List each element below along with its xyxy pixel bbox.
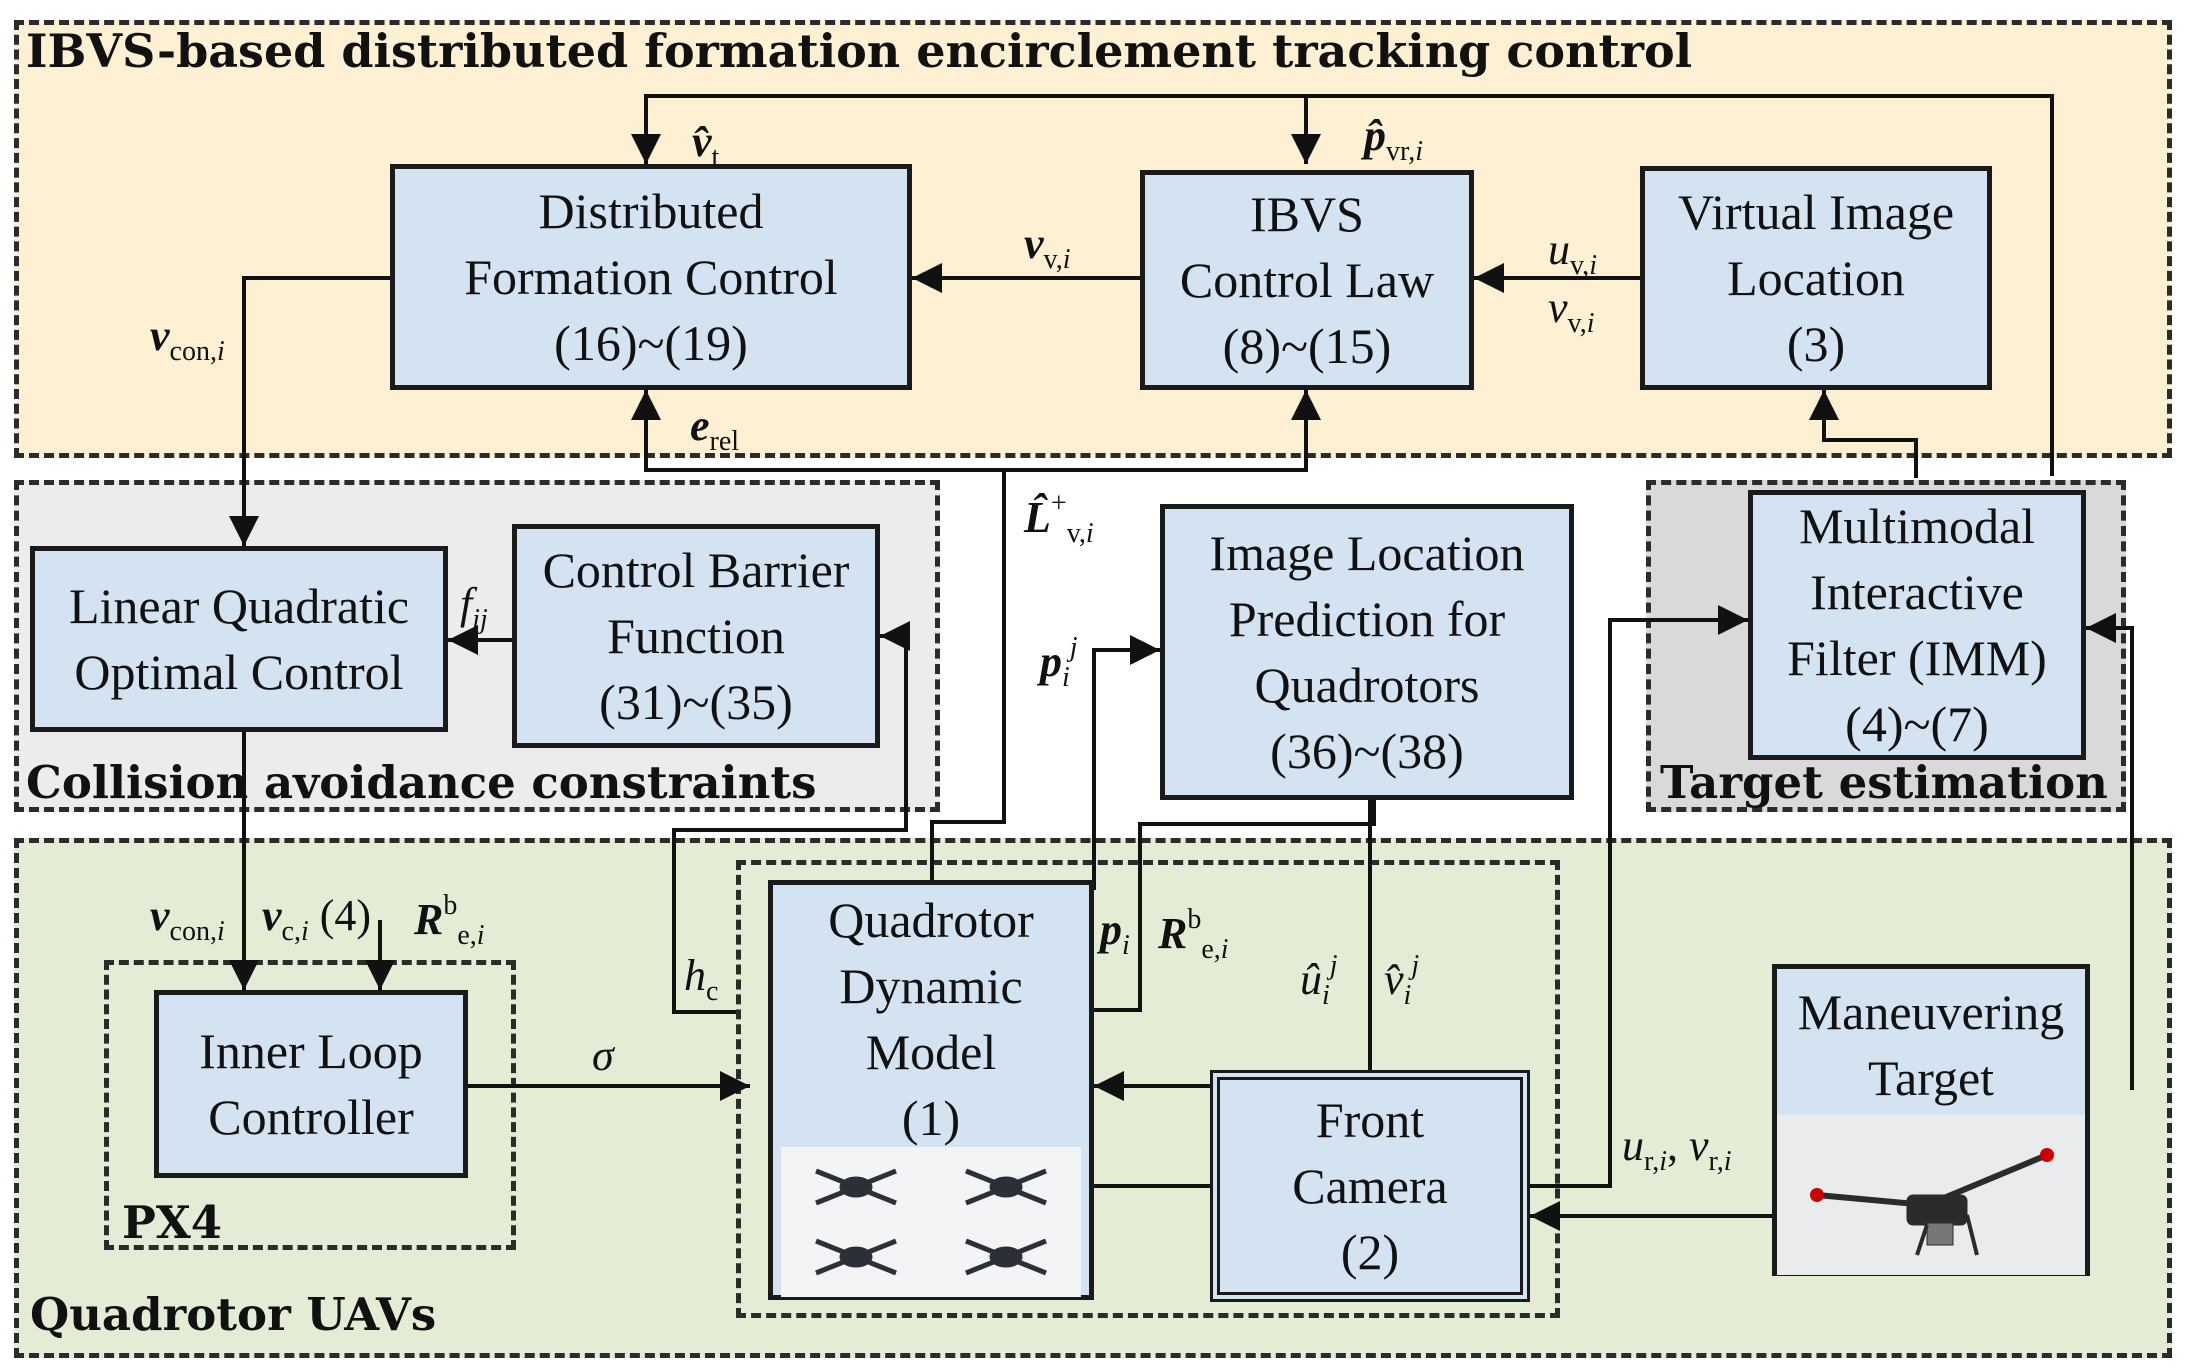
box-line: (3) <box>1786 316 1846 372</box>
label-vcon: vcon,i <box>150 311 225 367</box>
maneuvering-target-box: Maneuvering Target <box>1772 964 2090 1276</box>
control-barrier-box: Control Barrier Function (31)~(35) <box>512 524 880 748</box>
quadrotor-dynamic-model-box: Quadrotor Dynamic Model (1) <box>768 880 1094 1300</box>
box-line: Virtual Image <box>1677 184 1955 240</box>
box-line: (31)~(35) <box>599 674 793 730</box>
box-line: Target <box>1867 1050 1995 1106</box>
label-pvr: p̂vr,i <box>1364 111 1423 167</box>
box-line: Interactive <box>1810 564 2024 620</box>
box-line: (36)~(38) <box>1270 723 1464 779</box>
label-pij: pij <box>1040 632 1078 693</box>
ibvs-control-law-box: IBVS Control Law (8)~(15) <box>1140 170 1474 390</box>
box-line: IBVS <box>1250 186 1364 242</box>
box-line: (1) <box>901 1090 961 1146</box>
box-line: Front <box>1315 1092 1425 1148</box>
distributed-formation-box: Distributed Formation Control (16)~(19) <box>390 164 912 390</box>
pi-line <box>1090 800 1376 1012</box>
box-line: Optimal Control <box>74 644 404 700</box>
image-location-prediction-box: Image Location Prediction for Quadrotors… <box>1160 504 1574 800</box>
label-uv: uv,i <box>1548 225 1597 281</box>
px4-region-title: PX4 <box>122 1196 223 1249</box>
inner-loop-controller-box: Inner Loop Controller <box>154 990 468 1178</box>
l-vertical <box>930 470 1006 880</box>
box-line: (2) <box>1340 1224 1400 1280</box>
box-line: Inner Loop <box>199 1023 423 1079</box>
collision-region-title: Collision avoidance constraints <box>26 756 817 809</box>
box-line: Dynamic <box>839 958 1023 1014</box>
label-lhat: L̂+v,i <box>1024 488 1094 549</box>
px4-region <box>104 960 516 1250</box>
feedback-top-line <box>631 94 2054 476</box>
label-vv: vv,i <box>1024 219 1071 275</box>
label-uhat: ûij <box>1300 950 1338 1011</box>
label-pi: pi <box>1100 905 1130 961</box>
maneuvering-drone-photo-icon <box>1777 1115 2085 1275</box>
box-line: Linear Quadratic <box>68 578 410 634</box>
imm-filter-box: Multimodal Interactive Filter (IMM) (4)~… <box>1748 490 2086 760</box>
box-line: Control Barrier <box>542 542 850 598</box>
label-vcon2: vcon,i <box>150 891 225 947</box>
imm-to-virtual <box>1809 390 1918 478</box>
label-vhat: v̂ij <box>1384 950 1420 1011</box>
quadrotor-photo-icon <box>781 1147 1081 1297</box>
label-hc: hc <box>684 951 719 1007</box>
box-line: Image Location <box>1209 525 1525 581</box>
label-vt: v̂t <box>692 117 720 173</box>
box-line: Function <box>607 608 785 664</box>
box-line: Camera <box>1292 1158 1448 1214</box>
label-ur: ur,i, vr,i <box>1622 1121 1732 1177</box>
target-region-title: Target estimation <box>1660 756 2108 809</box>
linear-quadratic-box: Linear Quadratic Optimal Control <box>30 546 448 732</box>
vcon-arrow <box>229 276 390 546</box>
box-line: Location <box>1727 250 1905 306</box>
box-line: (16)~(19) <box>554 315 748 371</box>
label-fij: fij <box>460 579 488 635</box>
label-r1: Rbe,i <box>414 890 485 951</box>
box-line: Multimodal <box>1798 498 2036 554</box>
imm-right-arrow <box>2086 613 2134 1090</box>
front-camera-box: Front Camera (2) <box>1210 1070 1530 1302</box>
box-line: (8)~(15) <box>1222 318 1392 374</box>
box-line: Formation Control <box>464 249 838 305</box>
ibvs-region-title: IBVS-based distributed formation encircl… <box>26 24 1693 78</box>
box-line: Control Law <box>1179 252 1435 308</box>
box-line: Distributed <box>538 183 764 239</box>
label-erel: erel <box>690 401 740 457</box>
label-sigma: σ <box>592 1031 614 1080</box>
erel-line <box>644 418 1308 472</box>
box-line: Model <box>865 1024 997 1080</box>
box-line: Prediction for <box>1228 591 1506 647</box>
uav-region-title: Quadrotor UAVs <box>30 1288 437 1341</box>
label-vc: vc,i (4) <box>262 891 372 947</box>
label-vvi: vv,i <box>1548 283 1595 339</box>
box-line: Quadrotor <box>828 892 1034 948</box>
box-line: Filter (IMM) <box>1787 630 2047 686</box>
box-line: Controller <box>208 1089 414 1145</box>
uhat-arrow <box>1094 800 1372 1101</box>
pij-arrow <box>1092 635 1160 890</box>
hc-line <box>672 621 910 1014</box>
label-r2: Rbe,i <box>1158 904 1229 965</box>
virtual-image-location-box: Virtual Image Location (3) <box>1640 166 1992 390</box>
box-line: (4)~(7) <box>1845 696 1989 752</box>
box-line: Maneuvering <box>1797 984 2065 1040</box>
box-line: Quadrotors <box>1254 657 1480 713</box>
imm-in-arrow <box>1592 605 1748 1188</box>
